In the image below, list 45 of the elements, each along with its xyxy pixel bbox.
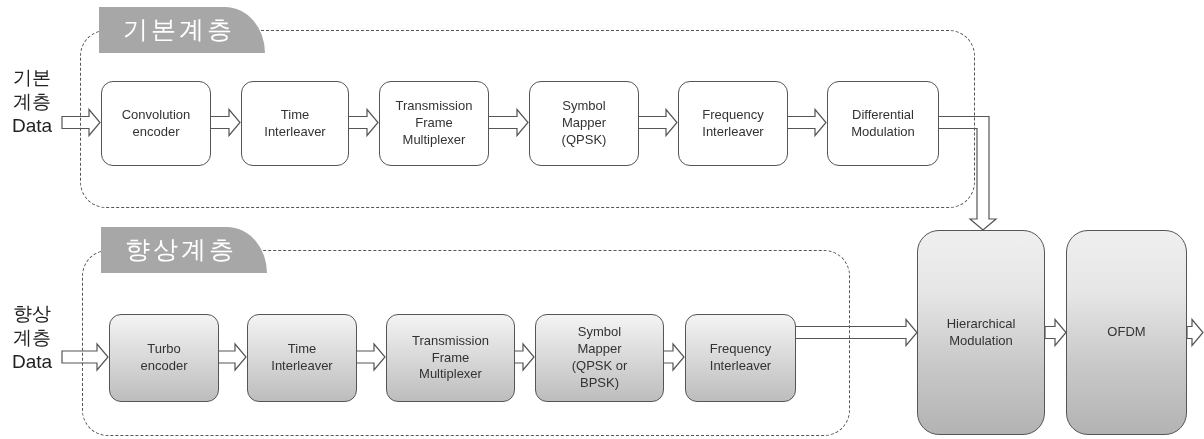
box-label: Convolution encoder <box>120 106 192 141</box>
process-box <box>247 314 357 402</box>
block-arrow <box>662 342 685 372</box>
block-arrow <box>487 107 529 138</box>
input-label: 향상 계층 Data <box>4 302 60 374</box>
block-arrow <box>513 342 535 372</box>
box-label: Time Interleaver <box>263 106 327 141</box>
box-label: Turbo encoder <box>139 341 189 375</box>
layer-tab: 향상계층 <box>101 227 267 273</box>
process-box <box>917 230 1045 435</box>
box-label: Transmission Frame Multiplexer <box>411 332 490 384</box>
process-box <box>241 81 349 166</box>
box-label: Differential Modulation <box>850 106 916 141</box>
block-arrow <box>794 317 918 348</box>
block-arrow <box>1044 317 1067 348</box>
box-label: Symbol Mapper (QPSK or BPSK) <box>570 324 629 392</box>
process-box <box>685 314 796 402</box>
block-arrow <box>61 107 101 138</box>
process-box <box>678 81 788 166</box>
process-box <box>535 314 664 402</box>
process-box <box>101 81 211 166</box>
block-arrow <box>637 107 678 138</box>
block-arrow <box>355 342 386 372</box>
process-box <box>1066 230 1187 435</box>
block-arrow <box>786 107 827 138</box>
box-label: Frequency Interleaver <box>708 341 773 375</box>
block-arrow <box>1186 317 1204 348</box>
block-arrow <box>347 107 379 138</box>
block-arrow <box>937 115 998 231</box>
process-box <box>529 81 639 166</box>
box-label: Transmission Frame Multiplexer <box>394 98 474 149</box>
block-arrow <box>217 342 247 372</box>
process-box <box>379 81 489 166</box>
input-label: 기본 계층 Data <box>4 66 60 138</box>
process-box <box>109 314 219 402</box>
block-arrow <box>209 107 241 138</box>
process-box <box>827 81 939 166</box>
layer-tab: 기본계층 <box>99 7 265 53</box>
box-label: Symbol Mapper (QPSK) <box>560 98 608 149</box>
box-label: Hierarchical Modulation <box>945 315 1017 350</box>
box-label: Time Interleaver <box>270 341 334 375</box>
block-arrow <box>61 342 109 372</box>
box-label: Frequency Interleaver <box>701 106 765 141</box>
box-label: OFDM <box>1107 324 1146 341</box>
process-box <box>386 314 515 402</box>
